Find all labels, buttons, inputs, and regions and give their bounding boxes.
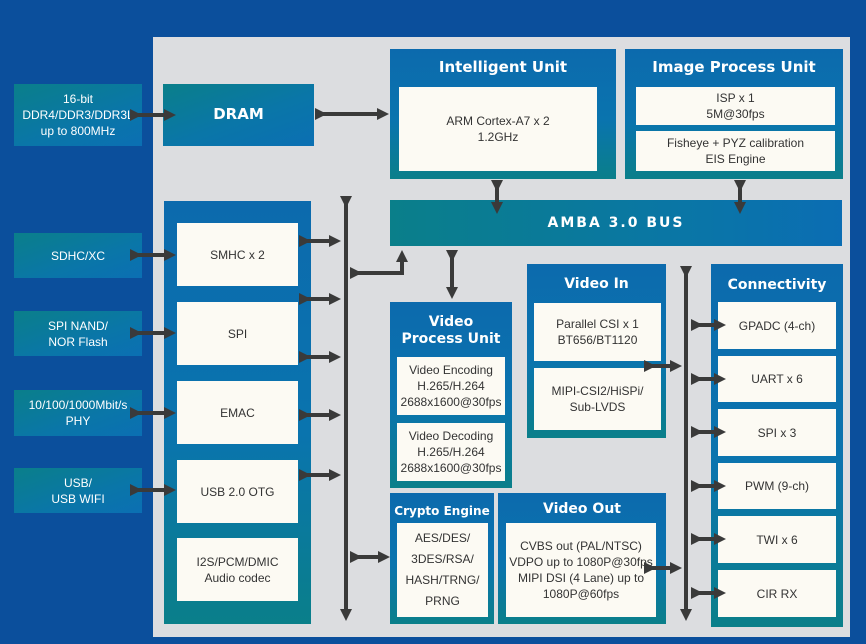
video-out-cell: CVBS out (PAL/NTSC) VDPO up to 1080P@30f…	[506, 523, 656, 617]
intelligent-unit-title: Intelligent Unit	[438, 58, 568, 76]
video-in-title: Video In	[564, 276, 629, 292]
dram-title: DRAM	[213, 105, 264, 123]
smhc-label: SMHC x 2	[210, 247, 265, 262]
ext-ddr-line: 16-bit	[62, 92, 94, 106]
ext-spi-line: NOR Flash	[48, 334, 108, 349]
video-process-unit-block: Video Process Unit Video Encoding H.265/…	[390, 302, 512, 488]
intelligent-unit-block: Intelligent Unit ARM Cortex-A7 x 2 1.2GH…	[390, 49, 616, 179]
parallel-csi-cell: Parallel CSI x 1 BT656/BT1120	[534, 303, 661, 361]
ext-ddr-line: DDR4/DDR3/DDR3L	[22, 108, 134, 122]
ext-sdhc: SDHC/XC	[14, 233, 142, 278]
video-out-line: MIPI DSI (4 Lane) up to	[517, 571, 645, 585]
amba-bus: AMBA 3.0 BUS	[390, 200, 842, 246]
isp-line: ISP x 1	[716, 91, 755, 105]
connectivity-block: Connectivity GPADC (4-ch) UART x 6 SPI x…	[711, 264, 843, 627]
crypto-engine-block: Crypto Engine AES/DES/ 3DES/RSA/ HASH/TR…	[390, 493, 494, 624]
cpu-line: ARM Cortex-A7 x 2	[446, 114, 550, 128]
ext-spi-flash: SPI NAND/ NOR Flash	[14, 311, 142, 356]
uart-cell: UART x 6	[718, 356, 836, 402]
emac-label: EMAC	[220, 405, 255, 420]
image-process-unit-title: Image Process Unit	[652, 58, 816, 76]
vpu-title-line: Video	[428, 314, 474, 330]
video-out-line: VDPO up to 1080P@30fps	[509, 555, 653, 569]
ext-usb-line: USB/	[63, 475, 92, 490]
cpu-cell: ARM Cortex-A7 x 2 1.2GHz	[399, 87, 597, 171]
eis-line: EIS Engine	[705, 152, 766, 166]
twi-cell: TWI x 6	[718, 516, 836, 563]
audio-line: Audio codec	[204, 570, 271, 585]
connectivity-title: Connectivity	[727, 277, 827, 293]
dec-line: Video Decoding	[408, 429, 494, 443]
ext-spi-line: SPI NAND/	[47, 318, 108, 333]
ext-usb: USB/ USB WIFI	[14, 468, 142, 513]
audio-codec-cell: I2S/PCM/DMIC Audio codec	[177, 538, 298, 601]
eis-line: Fisheye + PYZ calibration	[666, 136, 805, 150]
isp-line: 5M@30fps	[706, 107, 765, 121]
video-out-line: 1080P@60fps	[542, 587, 620, 601]
crypto-engine-title: Crypto Engine	[394, 504, 490, 518]
uart-label: UART x 6	[751, 372, 803, 386]
ext-ddr-line: up to 800MHz	[40, 124, 116, 138]
ext-phy-line: PHY	[65, 414, 91, 428]
gpadc-cell: GPADC (4-ch)	[718, 302, 836, 349]
audio-line: I2S/PCM/DMIC	[196, 554, 279, 569]
usb-otg-label: USB 2.0 OTG	[200, 484, 275, 499]
usb-otg-cell: USB 2.0 OTG	[177, 460, 298, 523]
emac-cell: EMAC	[177, 381, 298, 444]
enc-line: 2688x1600@30fps	[400, 395, 502, 409]
ext-phy-line: 10/100/1000Mbit/s	[28, 398, 128, 412]
mipi-csi-cell: MIPI-CSI2/HiSPi/ Sub-LVDS	[534, 368, 661, 430]
video-in-block: Video In Parallel CSI x 1 BT656/BT1120 M…	[527, 264, 666, 438]
gpadc-label: GPADC (4-ch)	[738, 318, 816, 333]
enc-line: H.265/H.264	[417, 379, 485, 393]
ext-ddr-memory: 16-bit DDR4/DDR3/DDR3L up to 800MHz	[14, 84, 142, 146]
crypto-line: AES/DES/	[414, 531, 471, 545]
video-out-line: CVBS out (PAL/NTSC)	[520, 539, 642, 553]
spi-x3-label: SPI x 3	[757, 425, 797, 440]
cpu-line: 1.2GHz	[477, 130, 519, 144]
spi-label: SPI	[227, 326, 248, 341]
image-process-unit-block: Image Process Unit ISP x 1 5M@30fps Fish…	[625, 49, 843, 179]
crypto-line: HASH/TRNG/	[405, 573, 480, 587]
vpu-title-line: Process Unit	[401, 331, 501, 347]
eis-cell: Fisheye + PYZ calibration EIS Engine	[636, 131, 835, 171]
video-out-title: Video Out	[543, 501, 621, 517]
isp-cell: ISP x 1 5M@30fps	[636, 87, 835, 125]
pwm-label: PWM (9-ch)	[745, 479, 809, 493]
video-out-block: Video Out CVBS out (PAL/NTSC) VDPO up to…	[498, 493, 666, 624]
crypto-cell: AES/DES/ 3DES/RSA/ HASH/TRNG/ PRNG	[397, 523, 488, 617]
mipi-line: MIPI-CSI2/HiSPi/	[551, 384, 644, 398]
ext-usb-line: USB WIFI	[51, 491, 105, 506]
dram-block: DRAM	[163, 84, 314, 146]
cir-rx-cell: CIR RX	[718, 570, 836, 617]
video-encoding-cell: Video Encoding H.265/H.264 2688x1600@30f…	[397, 357, 505, 415]
pwm-cell: PWM (9-ch)	[718, 463, 836, 509]
dec-line: H.265/H.264	[417, 445, 485, 459]
spi-cell: SPI	[177, 302, 298, 365]
crypto-line: 3DES/RSA/	[411, 552, 474, 566]
peripherals-block: SMHC x 2 SPI EMAC USB 2.0 OTG I2S/PCM/DM…	[164, 201, 311, 624]
mipi-line: Sub-LVDS	[569, 400, 626, 414]
csi-line: Parallel CSI x 1	[556, 317, 639, 331]
dec-line: 2688x1600@30fps	[400, 461, 502, 475]
ext-phy: 10/100/1000Mbit/s PHY	[14, 390, 142, 436]
crypto-line: PRNG	[425, 594, 460, 608]
video-decoding-cell: Video Decoding H.265/H.264 2688x1600@30f…	[397, 423, 505, 481]
twi-label: TWI x 6	[756, 532, 798, 547]
ext-sd-line: SDHC/XC	[50, 248, 105, 263]
cir-rx-label: CIR RX	[756, 586, 798, 601]
enc-line: Video Encoding	[409, 363, 493, 377]
smhc-cell: SMHC x 2	[177, 223, 298, 286]
video-process-unit-title: Video Process Unit	[390, 314, 512, 348]
spi-x3-cell: SPI x 3	[718, 409, 836, 456]
csi-line: BT656/BT1120	[557, 333, 638, 347]
